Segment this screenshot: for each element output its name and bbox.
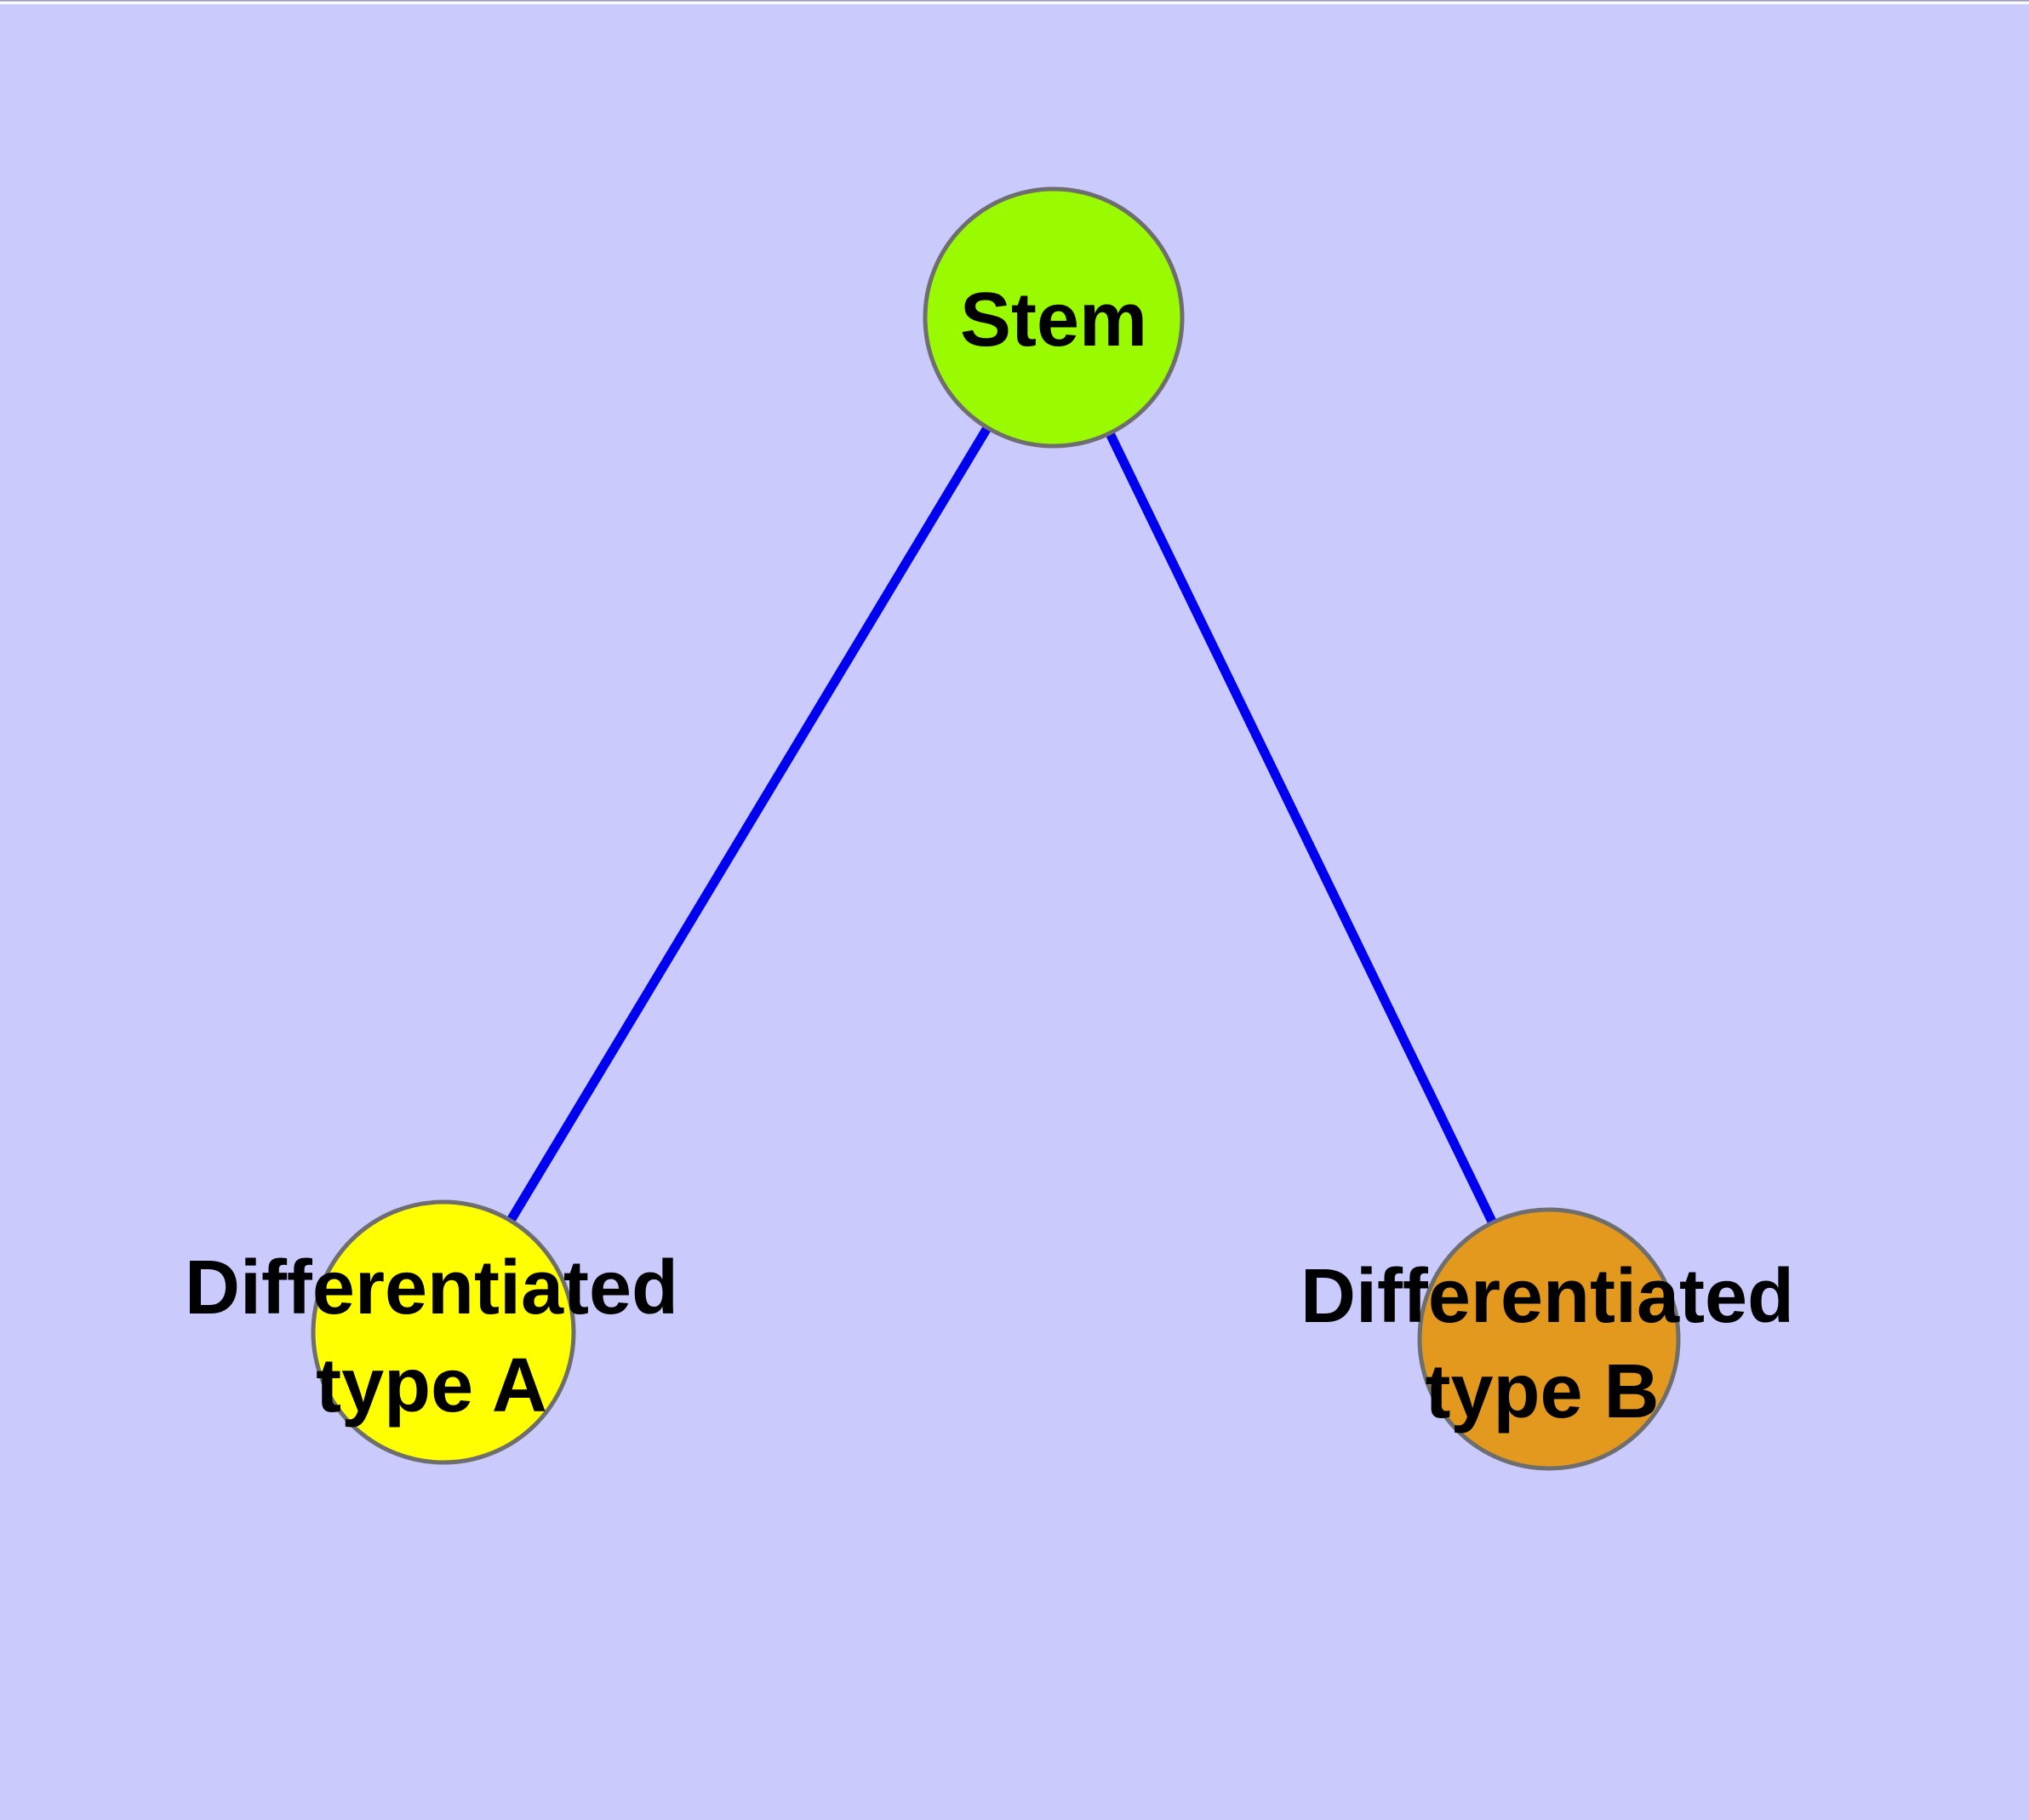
stem-node-circle	[923, 186, 1185, 449]
edge-stem-to-type-a	[439, 315, 1058, 1335]
edge-group	[439, 315, 1553, 1342]
type-a-node-label-line2: type A	[316, 1343, 547, 1428]
top-border-line	[0, 0, 2029, 2]
node-differentiated-type-a: Differentiated type A	[185, 1199, 678, 1465]
type-a-node-label-line1: Differentiated	[185, 1245, 678, 1331]
node-stem: Stem	[923, 186, 1185, 449]
type-b-node-label-line1: Differentiated	[1300, 1254, 1794, 1339]
stem-node-label: Stem	[960, 278, 1147, 363]
type-b-node-label-line2: type B	[1425, 1349, 1659, 1434]
edge-stem-to-type-b	[1049, 315, 1553, 1342]
top-margin-strip	[0, 1, 2029, 4]
type-a-node-circle	[311, 1199, 576, 1465]
type-b-node-circle	[1417, 1207, 1681, 1471]
node-differentiated-type-b: Differentiated type B	[1300, 1207, 1794, 1471]
